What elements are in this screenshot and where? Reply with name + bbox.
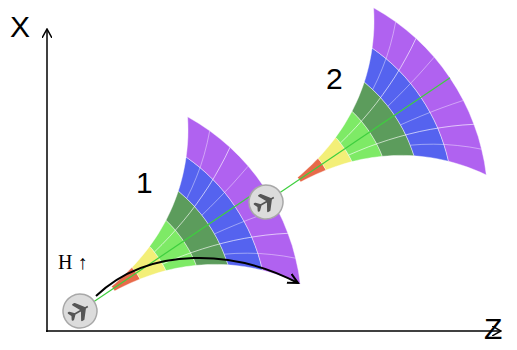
x-axis <box>46 30 48 332</box>
z-axis <box>46 330 500 332</box>
coverage-fan <box>266 8 486 202</box>
aircraft-glyph <box>252 190 278 216</box>
trajectory-arrow <box>96 258 298 296</box>
fan-divider <box>340 38 416 143</box>
fan-axis <box>266 78 450 202</box>
fan-divider <box>202 166 248 215</box>
aircraft-icon <box>243 179 289 225</box>
fan-divider <box>154 147 230 252</box>
callout-number: 1 <box>136 168 153 198</box>
fan-divider <box>388 57 434 106</box>
axis-label: Z <box>484 314 502 344</box>
fan-divider <box>349 124 474 155</box>
axis-label: X <box>10 12 30 42</box>
altitude-label: H ↑ <box>58 252 87 272</box>
fan-divider <box>224 253 295 258</box>
fan-divider <box>410 144 481 149</box>
aircraft-circle <box>243 179 289 225</box>
fan-divider <box>373 22 396 90</box>
aircraft-circle <box>57 288 103 334</box>
aircraft-glyph <box>66 299 92 325</box>
fan-divider <box>187 131 210 199</box>
aircraft-icon <box>57 288 103 334</box>
fan-divider <box>401 100 464 125</box>
coverage-fan <box>80 117 300 311</box>
fan-axis <box>80 187 264 311</box>
callout-number: 2 <box>326 64 343 94</box>
